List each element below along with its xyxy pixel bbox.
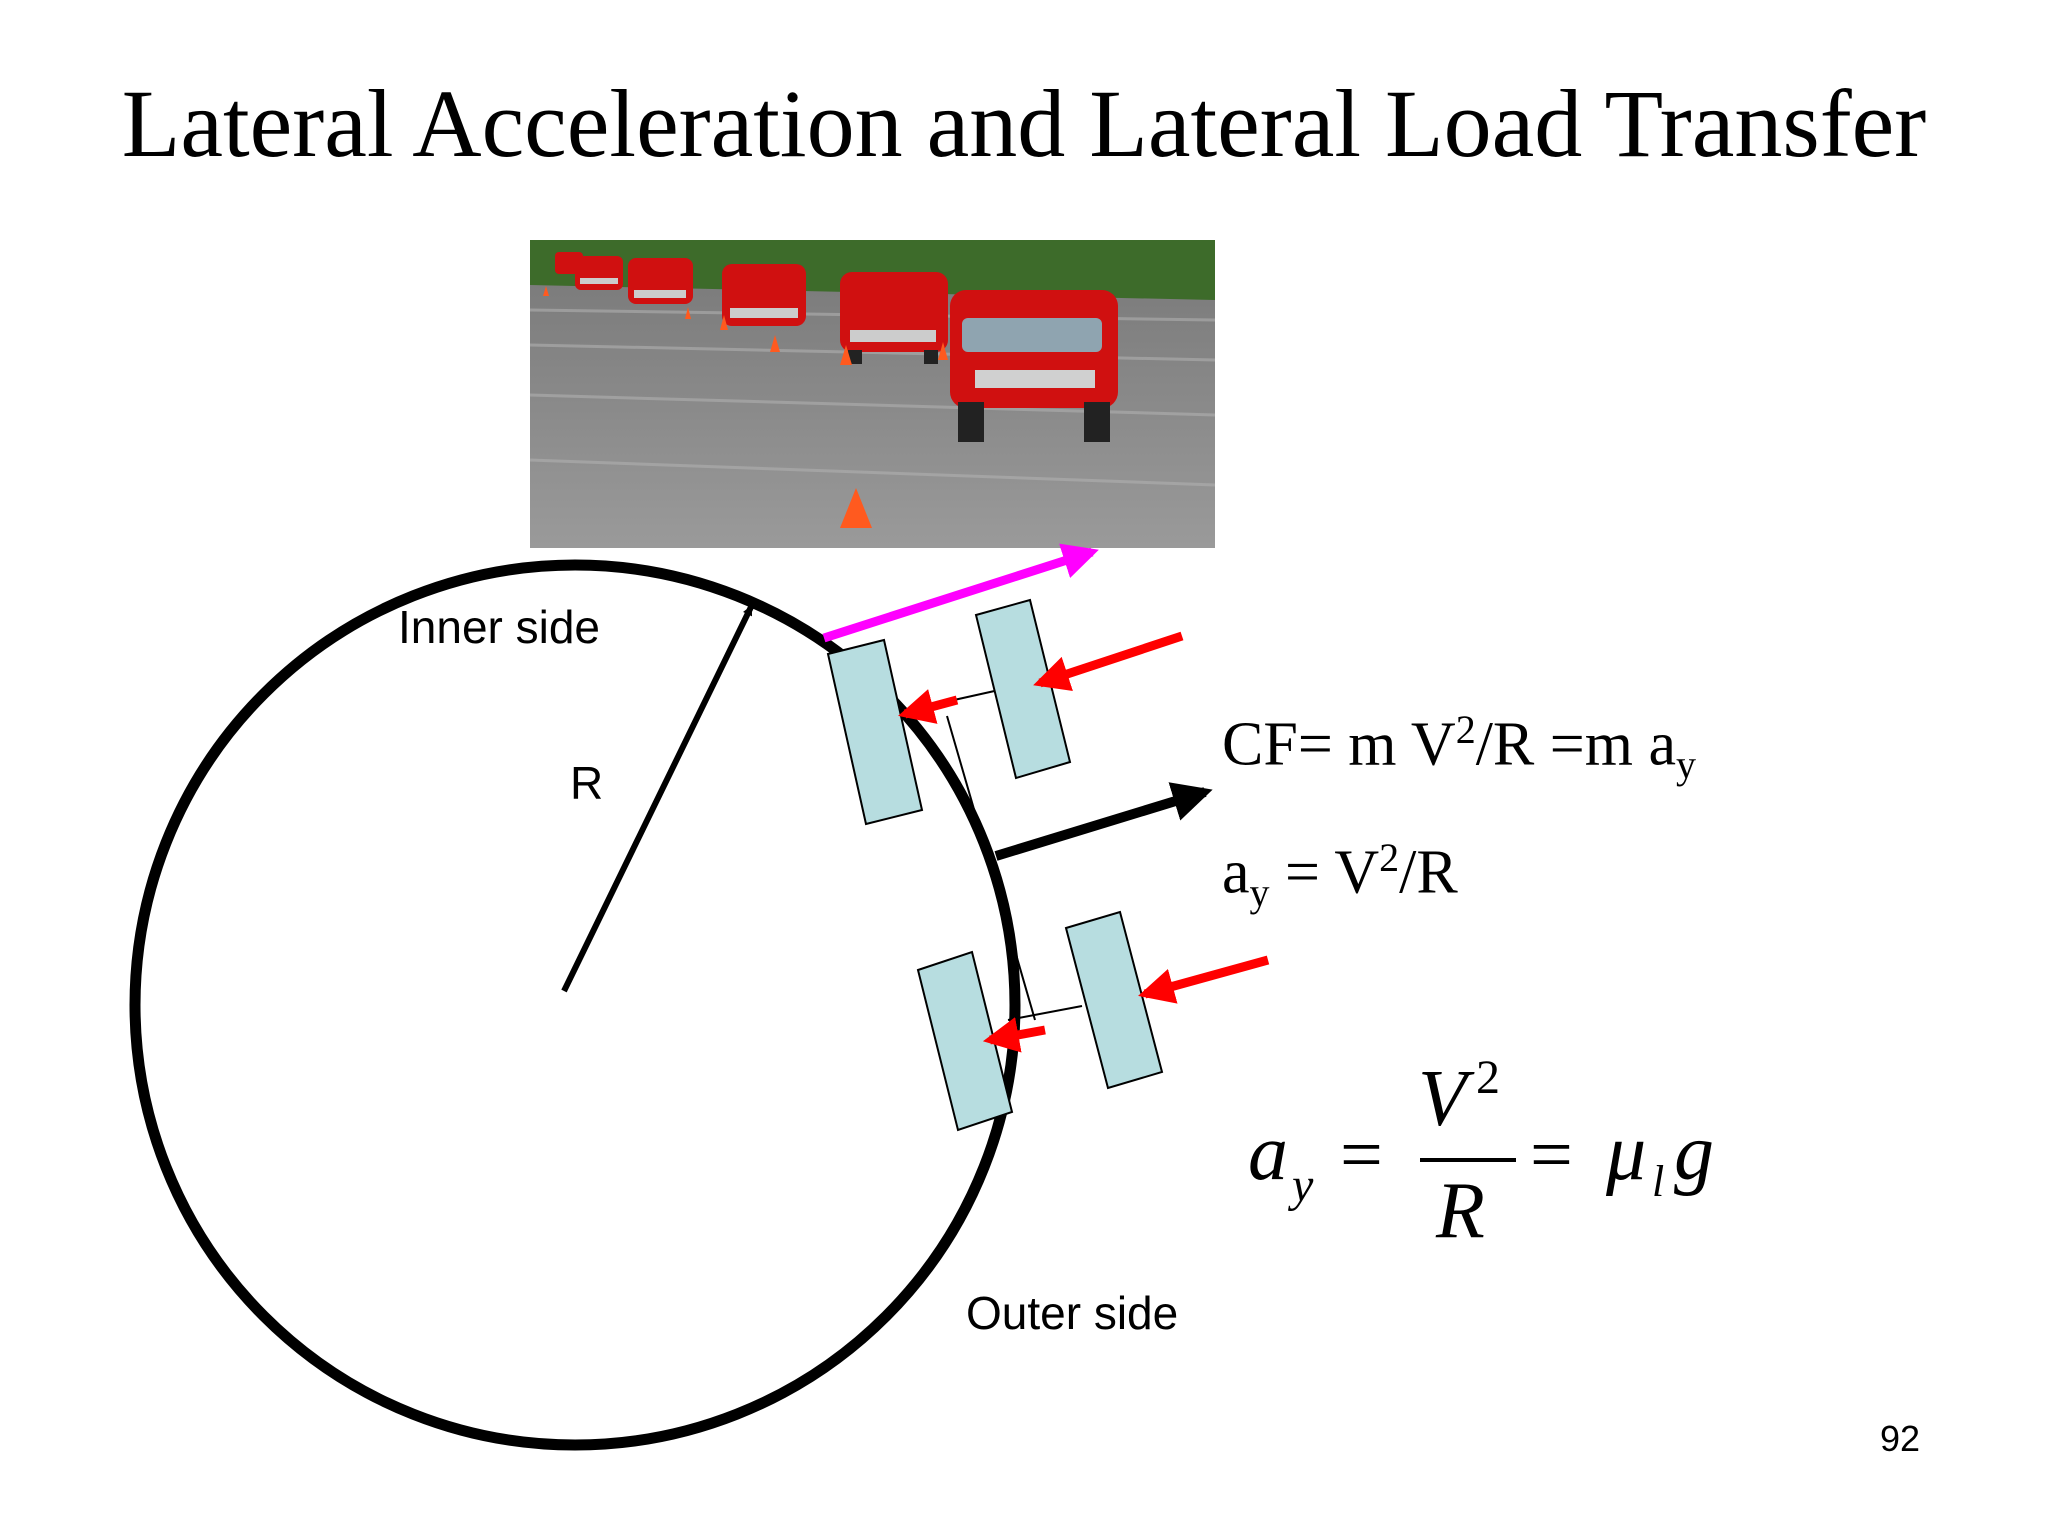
curve-circle	[129, 559, 1021, 1451]
ay-exponent: 2	[1379, 835, 1400, 880]
big-equals-2: =	[1530, 1113, 1573, 1197]
lateral-force-arrows	[898, 631, 1270, 1053]
car-4	[722, 264, 806, 326]
cf-exponent: 2	[1455, 707, 1476, 752]
page-number: 92	[1880, 1418, 1921, 1459]
car-5	[840, 272, 948, 364]
wheel-front-inner	[826, 638, 924, 826]
big-denominator-r: R	[1436, 1167, 1485, 1255]
force-arrow-front-outer	[1033, 631, 1184, 692]
radius-arrow	[561, 605, 754, 993]
ay-base: a	[1222, 838, 1250, 907]
force-arrow-rear-outer	[1138, 955, 1270, 1004]
cf-prefix: CF= m V	[1222, 710, 1456, 779]
wheel-front-outer	[974, 598, 1072, 780]
lateral-acceleration-equation: ay = V2/R	[1222, 834, 1458, 916]
vehicle-photo	[529, 240, 1216, 548]
photo-grass	[530, 240, 1215, 300]
big-numerator-v: V	[1418, 1055, 1467, 1143]
force-arrow-rear-inner	[982, 1017, 1046, 1053]
inner-side-label: Inner side	[398, 601, 601, 653]
wheels	[826, 598, 1164, 1132]
wheel-rear-inner	[916, 950, 1014, 1132]
outer-side-label: Outer side	[966, 1287, 1179, 1339]
ay-rhs-suffix: /R	[1399, 838, 1458, 907]
big-lhs-subscript: y	[1292, 1159, 1314, 1212]
car-6	[950, 290, 1118, 442]
big-numerator-exponent: 2	[1476, 1051, 1500, 1104]
cf-middle: /R =m a	[1475, 710, 1676, 779]
ay-rhs-prefix: = V	[1269, 838, 1380, 907]
cf-subscript: y	[1675, 742, 1696, 788]
car-2	[575, 256, 623, 290]
wheel-rear-outer	[1064, 910, 1164, 1090]
traffic-cones	[543, 286, 948, 528]
big-mu-subscript: l	[1652, 1157, 1665, 1206]
velocity-arrow	[822, 543, 1099, 643]
big-lhs-a: a	[1248, 1109, 1288, 1197]
big-mu: μ	[1606, 1109, 1647, 1197]
big-equals-1: =	[1340, 1113, 1383, 1197]
big-g: g	[1674, 1109, 1714, 1197]
car-3	[628, 258, 693, 304]
centrifugal-force-arrow	[994, 782, 1213, 861]
ay-subscript: y	[1249, 870, 1270, 916]
radius-label: R	[570, 757, 604, 809]
slide-title: Lateral Acceleration and Lateral Load Tr…	[121, 70, 1927, 177]
centrifugal-force-equation: CF= m V2/R =m ay	[1222, 706, 1696, 788]
force-arrow-front-inner	[898, 689, 959, 724]
